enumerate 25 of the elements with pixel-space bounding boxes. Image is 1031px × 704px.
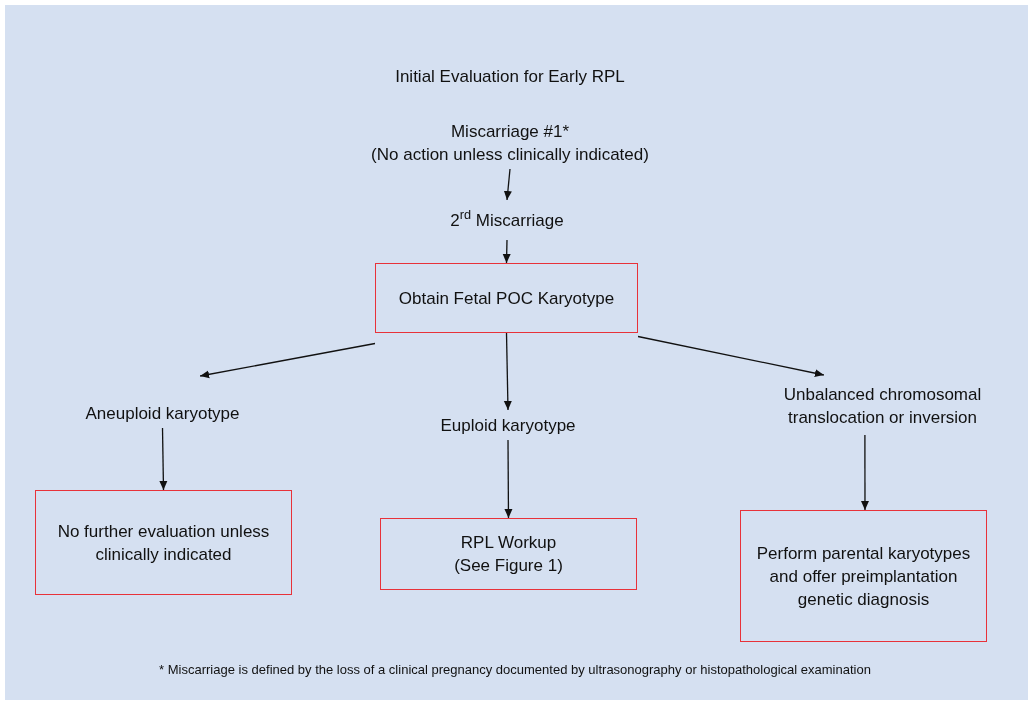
process-box	[740, 510, 987, 642]
step-text: Euploid karyotype	[440, 414, 576, 437]
box-text: Perform parental karyotypes and offer preimplantation genetic diagnosis	[755, 542, 972, 611]
arrow	[503, 332, 512, 411]
box-text: No further evaluation unless clinically indicated	[56, 520, 271, 566]
arrow	[503, 168, 512, 201]
step-text: Unbalanced chromosomal translocation or inversion	[782, 384, 983, 429]
process-box	[380, 518, 637, 590]
arrow	[860, 434, 869, 511]
diagram-title: Initial Evaluation for Early RPL	[394, 66, 626, 88]
footnote: * Miscarriage is defined by the loss of a clinical pregnancy documented by ultrasonography or histopathological examination	[158, 661, 872, 679]
arrow	[159, 427, 168, 491]
arrow	[637, 335, 825, 378]
box-text: (See Figure 1)	[454, 555, 563, 577]
process-box	[35, 490, 292, 595]
arrow	[199, 342, 376, 379]
step-text: 2$^{rd}$ Miscarriage	[450, 208, 564, 232]
step-text: (No action unless clinically indicated)	[371, 144, 649, 166]
box-text: Obtain Fetal POC Karyotype	[398, 287, 615, 310]
step-text: Aneuploid karyotype	[85, 402, 240, 425]
process-box	[375, 263, 638, 333]
arrow	[502, 239, 511, 264]
box-text: RPL Workup	[460, 532, 557, 554]
arrow	[504, 439, 513, 519]
step-text: Miscarriage #1*	[450, 121, 570, 143]
